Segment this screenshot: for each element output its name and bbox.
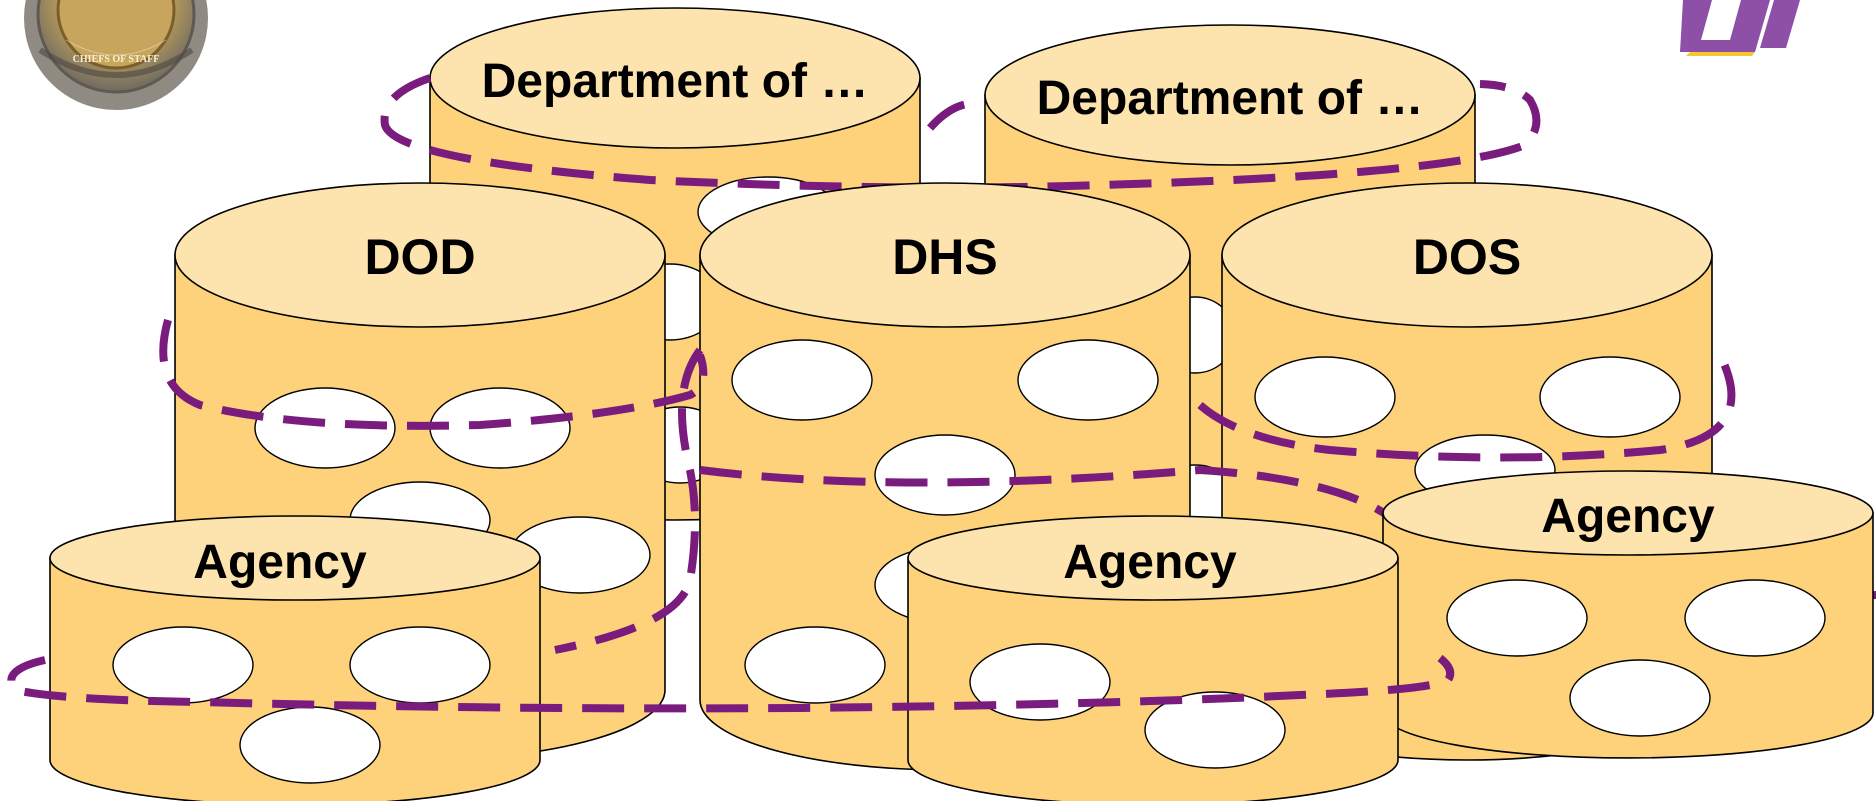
agency-label-right: Agency [1541, 490, 1715, 543]
agency-hole [1569, 659, 1711, 737]
agency-label-left: Agency [193, 536, 367, 589]
dos-hole [1254, 356, 1396, 438]
agency-hole [112, 626, 254, 704]
agency-hole [1684, 579, 1826, 657]
department-label-right: Department of … [1037, 72, 1424, 125]
dod-hole [254, 387, 396, 469]
agency-cylinder-center: Agency [907, 515, 1399, 801]
purple-logo [1680, 0, 1800, 56]
joint-chiefs-seal: CHIEFS OF STAFF [24, 0, 208, 110]
agency-hole [969, 643, 1111, 721]
dos-label: DOS [1413, 229, 1521, 285]
agency-hole [239, 706, 381, 784]
dod-hole [429, 387, 571, 469]
dhs-label: DHS [892, 229, 998, 285]
agency-label-center: Agency [1063, 536, 1237, 589]
dhs-hole [744, 626, 886, 704]
agency-hole [349, 626, 491, 704]
agency-hole [1446, 579, 1588, 657]
dhs-hole [1017, 339, 1159, 421]
agency-cylinder-left: Agency [49, 515, 541, 801]
department-label-left: Department of … [482, 55, 869, 108]
dashed-band-middle [159, 318, 708, 430]
dhs-hole [731, 339, 873, 421]
dod-cylinder: DOD [174, 182, 666, 761]
seal-text: CHIEFS OF STAFF [73, 54, 160, 65]
dashed-band-front [7, 654, 1455, 713]
agency-hole [1144, 691, 1286, 769]
dashed-band-dos [1197, 353, 1736, 462]
dhs-hole [874, 434, 1016, 516]
agency-cylinder-right: Agency [1382, 470, 1874, 759]
dod-label: DOD [364, 229, 475, 285]
dashed-band-back-arc [927, 99, 981, 131]
dos-hole [1539, 356, 1681, 438]
